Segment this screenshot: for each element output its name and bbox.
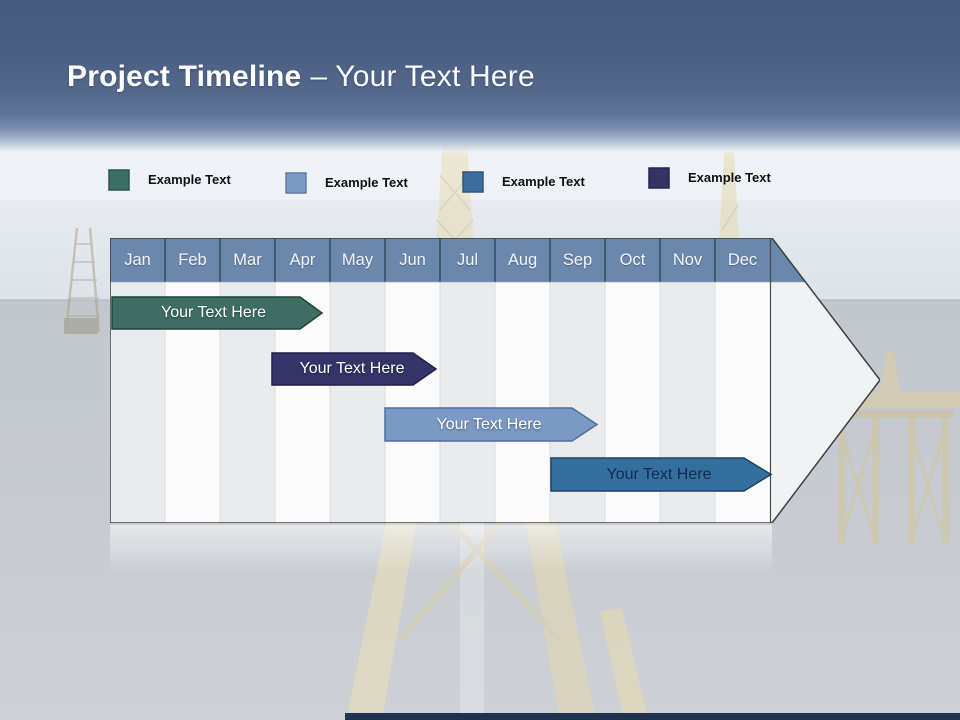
gantt-bar-label-1: Your Text Here: [161, 304, 266, 321]
gantt-bar-3: [384, 407, 599, 442]
month-cell: Jun: [399, 250, 426, 269]
month-cell: Oct: [619, 250, 646, 269]
month-cell: Dec: [727, 250, 758, 269]
month-cell: Feb: [178, 250, 207, 269]
month-cell: Mar: [233, 250, 262, 269]
timeline-arrow-outline: [110, 238, 880, 523]
legend-label: Example Text: [325, 175, 408, 190]
month-header-row: Jan Feb Mar Apr May Jun Jul Aug Sep Oct …: [110, 238, 770, 282]
legend-label: Example Text: [688, 170, 771, 185]
gantt-bar-1: [111, 296, 324, 330]
legend-label: Example Text: [148, 172, 231, 187]
legend-swatch-blue: [462, 171, 484, 193]
gantt-bar-2: [271, 352, 438, 386]
month-cell: Apr: [289, 250, 316, 269]
title-main: Project Timeline: [67, 60, 302, 93]
gantt-bar-label-3: Your Text Here: [436, 416, 542, 433]
month-cell: Jan: [124, 250, 151, 269]
bottom-accent-bar: [345, 713, 960, 720]
legend-swatch-lightblue: [285, 172, 307, 194]
month-cell: Sep: [562, 250, 593, 269]
gantt-bar-label-2: Your Text Here: [299, 360, 405, 377]
gantt-bar-4: [550, 457, 773, 492]
legend-item-4: Example Text: [648, 167, 771, 189]
title-suffix: – Your Text Here: [310, 60, 535, 93]
month-cell: Nov: [672, 250, 703, 269]
legend-swatch-navy: [648, 167, 670, 189]
legend-label: Example Text: [502, 174, 585, 189]
timeline-chart: Jan Feb Mar Apr May Jun Jul Aug Sep Oct …: [110, 238, 880, 523]
legend-item-1: Example Text: [108, 169, 231, 191]
legend-item-3: Example Text: [462, 171, 585, 193]
month-cell: Jul: [456, 250, 479, 269]
legend-swatch-teal: [108, 169, 130, 191]
timeline-graphic: [110, 238, 880, 523]
month-cell: May: [341, 250, 374, 269]
legend-item-2: Example Text: [285, 172, 408, 194]
title-gradient-band: [0, 0, 960, 158]
month-cell: Aug: [507, 250, 538, 269]
slide-title: Project Timeline– Your Text Here: [67, 60, 535, 94]
gantt-bar-label-4: Your Text Here: [606, 466, 712, 483]
